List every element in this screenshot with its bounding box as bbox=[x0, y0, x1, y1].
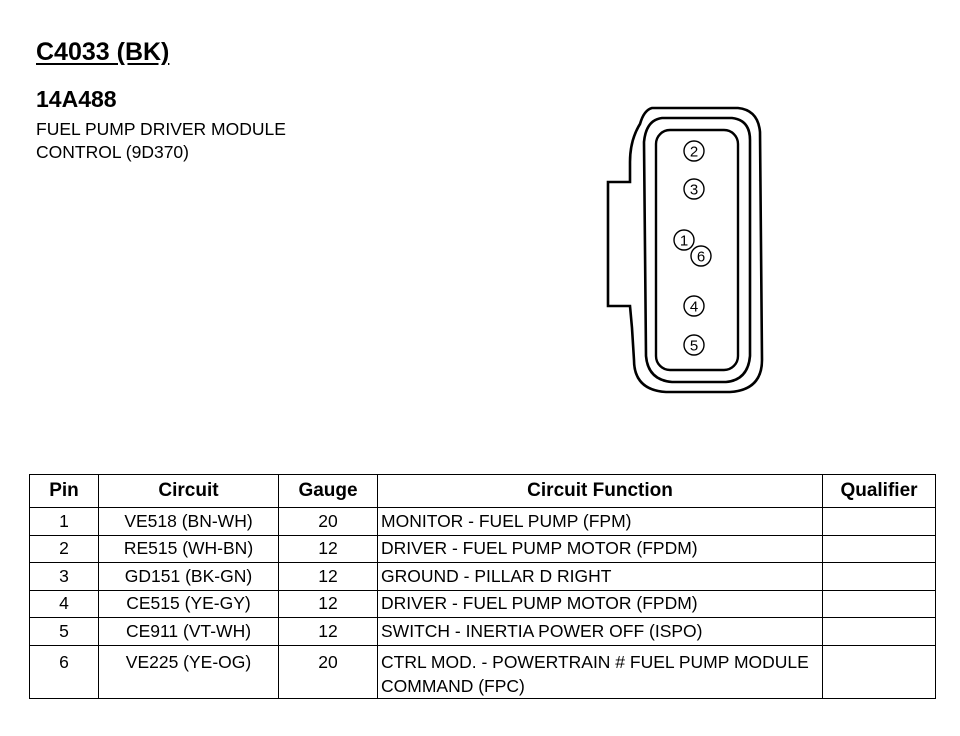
cell-pin: 6 bbox=[29, 644, 99, 699]
pin-4-marker: 4 bbox=[683, 295, 705, 317]
svg-text:4: 4 bbox=[690, 299, 698, 316]
cell-function: MONITOR - FUEL PUMP (FPM) bbox=[377, 507, 823, 536]
cell-function: SWITCH - INERTIA POWER OFF (ISPO) bbox=[377, 617, 823, 646]
cell-pin: 5 bbox=[29, 617, 99, 646]
cell-pin: 1 bbox=[29, 507, 99, 536]
connector-inner-rim bbox=[642, 116, 752, 384]
table-row: 2 RE515 (WH-BN) 12 DRIVER - FUEL PUMP MO… bbox=[29, 534, 936, 563]
pin-1-marker: 1 bbox=[673, 229, 695, 251]
pin-6-marker: 6 bbox=[690, 245, 712, 267]
cell-gauge: 12 bbox=[278, 589, 378, 618]
connector-housing-outline bbox=[606, 106, 764, 394]
cell-circuit: RE515 (WH-BN) bbox=[98, 534, 279, 563]
cell-gauge: 20 bbox=[278, 644, 378, 699]
table-row: 5 CE911 (VT-WH) 12 SWITCH - INERTIA POWE… bbox=[29, 617, 936, 646]
table-row: 4 CE515 (YE-GY) 12 DRIVER - FUEL PUMP MO… bbox=[29, 589, 936, 618]
svg-text:6: 6 bbox=[697, 249, 705, 266]
header-circuit-function: Circuit Function bbox=[377, 474, 823, 508]
header-circuit: Circuit bbox=[98, 474, 279, 508]
svg-text:1: 1 bbox=[680, 233, 688, 250]
svg-text:3: 3 bbox=[690, 182, 698, 199]
cell-pin: 2 bbox=[29, 534, 99, 563]
cell-pin: 4 bbox=[29, 589, 99, 618]
cell-gauge: 12 bbox=[278, 534, 378, 563]
description-line: CONTROL (9D370) bbox=[36, 142, 189, 162]
table-row: 6 VE225 (YE-OG) 20 CTRL MOD. - POWERTRAI… bbox=[29, 644, 936, 699]
cell-gauge: 20 bbox=[278, 507, 378, 536]
cell-circuit: CE911 (VT-WH) bbox=[98, 617, 279, 646]
pin-2-marker: 2 bbox=[683, 140, 705, 162]
pin-3-marker: 3 bbox=[683, 178, 705, 200]
cell-qualifier bbox=[822, 617, 936, 646]
table-row: 3 GD151 (BK-GN) 12 GROUND - PILLAR D RIG… bbox=[29, 562, 936, 591]
cell-qualifier bbox=[822, 562, 936, 591]
header-gauge: Gauge bbox=[278, 474, 378, 508]
cell-qualifier bbox=[822, 507, 936, 536]
cell-function: DRIVER - FUEL PUMP MOTOR (FPDM) bbox=[377, 534, 823, 563]
cell-qualifier bbox=[822, 644, 936, 699]
part-number: 14A488 bbox=[36, 86, 117, 112]
cell-gauge: 12 bbox=[278, 617, 378, 646]
cell-circuit: GD151 (BK-GN) bbox=[98, 562, 279, 591]
cell-circuit: VE225 (YE-OG) bbox=[98, 644, 279, 699]
cell-circuit: CE515 (YE-GY) bbox=[98, 589, 279, 618]
header-pin: Pin bbox=[29, 474, 99, 508]
svg-text:2: 2 bbox=[690, 144, 698, 161]
connector-cavity bbox=[654, 128, 740, 372]
cell-circuit: VE518 (BN-WH) bbox=[98, 507, 279, 536]
connector-description: FUEL PUMP DRIVER MODULE CONTROL (9D370) bbox=[36, 118, 286, 164]
connector-title: C4033 (BK) bbox=[36, 38, 170, 66]
connector-face-diagram: 2 3 1 6 4 5 bbox=[606, 106, 764, 394]
svg-text:5: 5 bbox=[690, 338, 698, 355]
cell-gauge: 12 bbox=[278, 562, 378, 591]
cell-function: GROUND - PILLAR D RIGHT bbox=[377, 562, 823, 591]
cell-function: DRIVER - FUEL PUMP MOTOR (FPDM) bbox=[377, 589, 823, 618]
header-qualifier: Qualifier bbox=[822, 474, 936, 508]
pin-5-marker: 5 bbox=[683, 334, 705, 356]
cell-function: CTRL MOD. - POWERTRAIN # FUEL PUMP MODUL… bbox=[377, 644, 823, 699]
description-line: FUEL PUMP DRIVER MODULE bbox=[36, 119, 286, 139]
cell-pin: 3 bbox=[29, 562, 99, 591]
cell-qualifier bbox=[822, 534, 936, 563]
cell-qualifier bbox=[822, 589, 936, 618]
pinout-table: Pin Circuit Gauge Circuit Function Quali… bbox=[29, 474, 936, 699]
table-row: 1 VE518 (BN-WH) 20 MONITOR - FUEL PUMP (… bbox=[29, 507, 936, 536]
table-header-row: Pin Circuit Gauge Circuit Function Quali… bbox=[29, 474, 936, 508]
